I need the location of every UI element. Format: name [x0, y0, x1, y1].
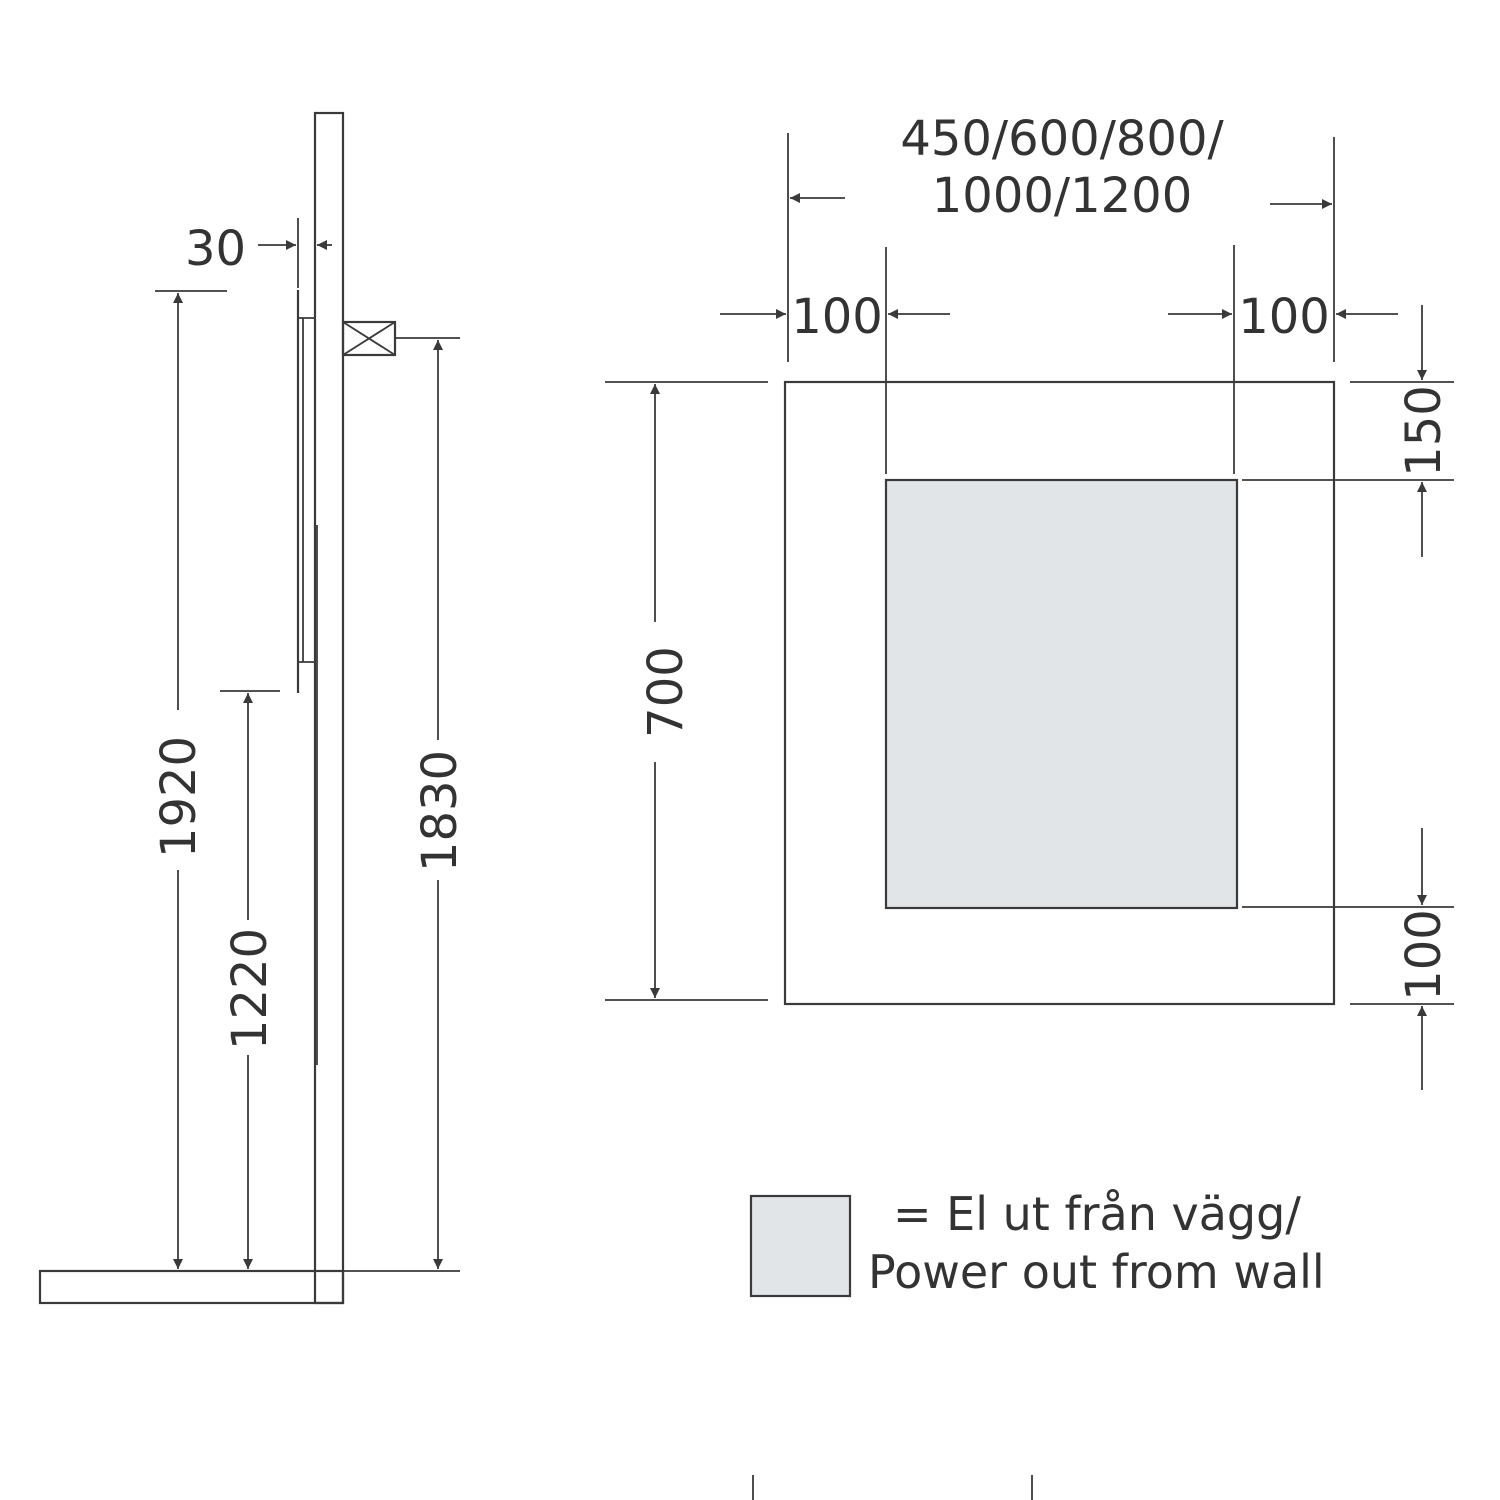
height-label: 700: [638, 646, 694, 738]
legend-swatch: [749, 1194, 852, 1298]
legend-line2: Power out from wall: [868, 1245, 1325, 1299]
side-view: 30 1920 1220 1830: [38, 111, 468, 1305]
height-top-label: 1920: [151, 736, 207, 858]
width-label-line1: 450/600/800/: [900, 111, 1224, 167]
wall-section: [313, 111, 345, 1305]
front-view: 450/600/800/ 1000/1200 100 100 700 150 1…: [605, 111, 1454, 1090]
legend-line1: = El ut från vägg/: [893, 1187, 1301, 1241]
margin-bottom-label: 100: [1396, 909, 1452, 1001]
floor-section: [38, 1269, 345, 1305]
margin-left-label: 100: [791, 289, 883, 345]
power-out-area: [884, 478, 1239, 910]
legend: = El ut från vägg/ Power out from wall: [749, 1187, 1325, 1299]
height-outlet-label: 1830: [412, 750, 468, 872]
junction-box-cross-b: [342, 321, 396, 356]
gap-label: 30: [185, 221, 246, 277]
height-bottom-label: 1220: [222, 928, 278, 1050]
mirror-outline: [783, 380, 1336, 1006]
margin-top-label: 150: [1396, 385, 1452, 477]
width-label-line2: 1000/1200: [932, 168, 1192, 224]
margin-right-label: 100: [1238, 289, 1330, 345]
